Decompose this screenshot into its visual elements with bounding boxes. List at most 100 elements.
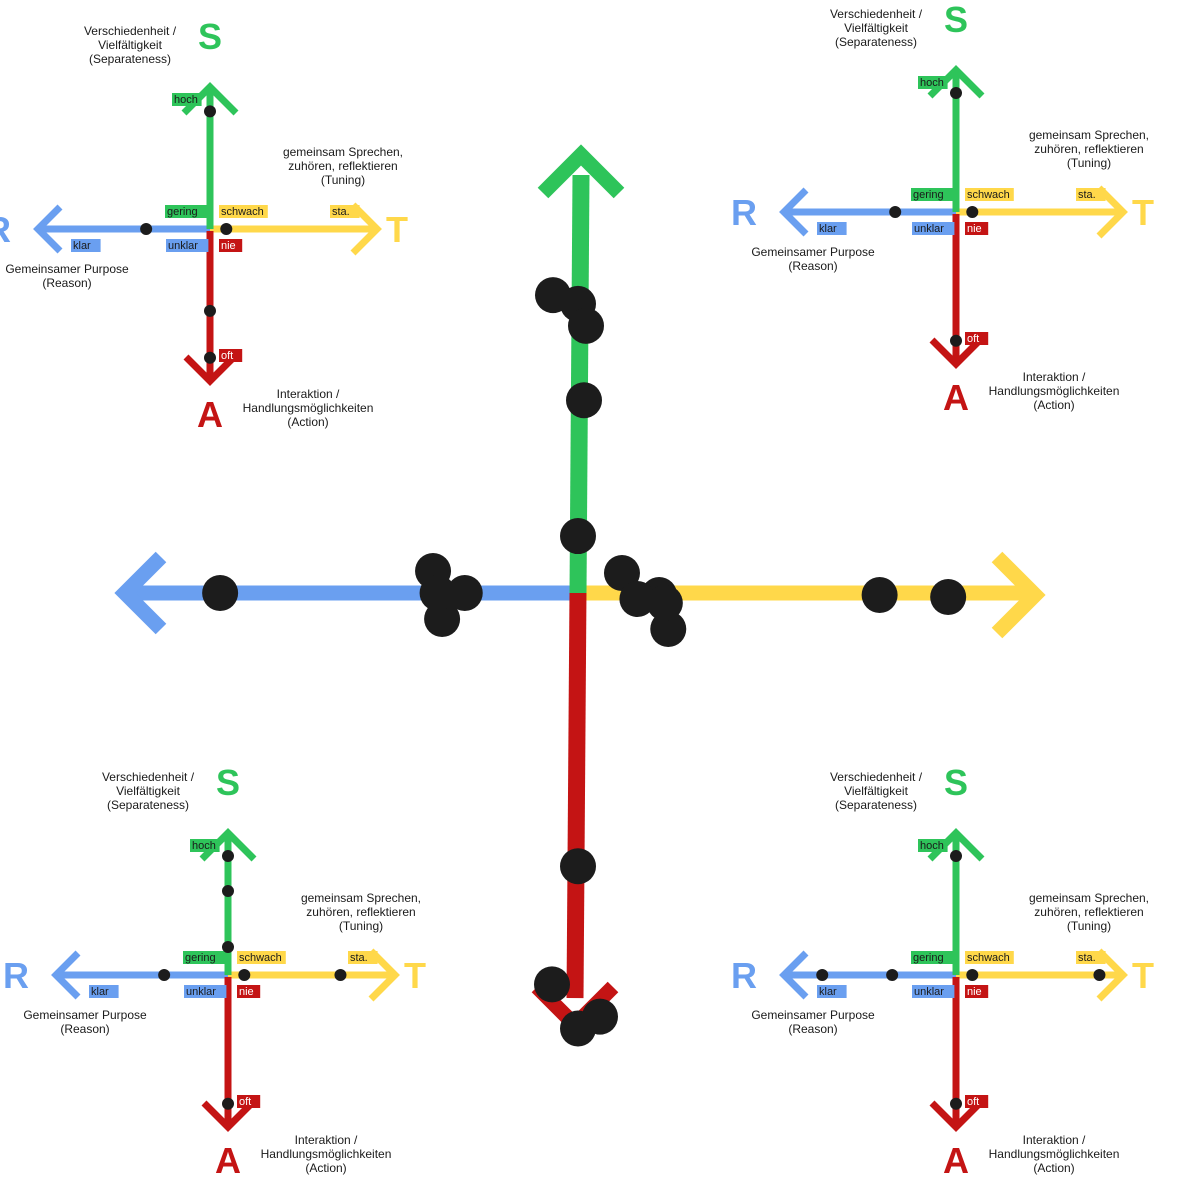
- tag-stark-text: sta.: [350, 952, 368, 964]
- tag-stark-background: [348, 951, 378, 964]
- r-dot: [889, 206, 902, 218]
- t-description-line: gemeinsam Sprechen,: [1029, 128, 1149, 142]
- tag-oft: oft: [237, 1095, 261, 1108]
- s-dot: [566, 382, 602, 419]
- a-description-line: Handlungsmöglichkeiten: [989, 384, 1120, 398]
- tag-schwach-background: [237, 951, 286, 964]
- s-description-line: (Separateness): [89, 52, 171, 66]
- t-arrowhead-icon: [1096, 948, 1128, 1002]
- a-description-line: Handlungsmöglichkeiten: [261, 1147, 392, 1161]
- r-letter: R: [731, 955, 757, 996]
- s-description-line: Vielfältigkeit: [844, 784, 908, 798]
- tag-nie: nie: [219, 239, 243, 252]
- s-letter: S: [944, 0, 968, 40]
- tag-unklar: unklar: [912, 222, 955, 235]
- a-arrowhead-icon: [929, 337, 983, 369]
- a-description-line: (Action): [1033, 1161, 1074, 1175]
- tag-stark-background: [1076, 188, 1106, 201]
- tag-klar-text: klar: [91, 986, 109, 998]
- tag-klar-background: [71, 239, 101, 252]
- t-description-line: gemeinsam Sprechen,: [1029, 891, 1149, 905]
- a-description: Interaktion /Handlungsmöglichkeiten(Acti…: [989, 1133, 1120, 1175]
- tag-schwach-background: [965, 188, 1014, 201]
- tag-nie-background: [965, 222, 989, 235]
- tag-oft: oft: [965, 1095, 989, 1108]
- t-description-line: zuhören, reflektieren: [1034, 142, 1143, 156]
- t-dot: [930, 579, 967, 615]
- tag-gering-background: [183, 951, 226, 964]
- tag-klar: klar: [817, 222, 847, 235]
- tag-stark: sta.: [330, 205, 360, 218]
- s-arrowhead-icon: [537, 144, 625, 199]
- tag-unklar-background: [184, 985, 227, 998]
- t-description: gemeinsam Sprechen,zuhören, reflektieren…: [283, 145, 403, 187]
- t-description-line: (Tuning): [321, 173, 365, 187]
- tag-nie-text: nie: [221, 240, 236, 252]
- a-arrowhead-icon: [183, 354, 237, 386]
- r-description: Gemeinsamer Purpose(Reason): [751, 1008, 875, 1036]
- tag-stark-text: sta.: [1078, 189, 1096, 201]
- a-letter: A: [197, 394, 223, 435]
- tag-unklar-background: [166, 239, 209, 252]
- r-description-line: (Reason): [60, 1022, 109, 1036]
- tag-nie: nie: [965, 222, 989, 235]
- tag-oft-background: [965, 1095, 989, 1108]
- tag-hoch: hoch: [918, 839, 948, 852]
- s-description-line: Verschiedenheit /: [84, 24, 177, 38]
- a-dot: [560, 1010, 596, 1047]
- s-description: Verschiedenheit /Vielfältigkeit(Separate…: [84, 24, 177, 66]
- s-dot: [568, 307, 604, 344]
- a-description-line: Handlungsmöglichkeiten: [989, 1147, 1120, 1161]
- tag-nie-background: [965, 985, 989, 998]
- t-dot: [861, 577, 898, 613]
- tag-gering: gering: [911, 188, 954, 201]
- tag-hoch: hoch: [172, 93, 202, 106]
- tag-klar-text: klar: [819, 986, 837, 998]
- t-description-line: gemeinsam Sprechen,: [301, 891, 421, 905]
- t-description-line: zuhören, reflektieren: [1034, 905, 1143, 919]
- t-dot: [966, 206, 979, 218]
- tag-schwach: schwach: [965, 951, 1014, 964]
- tag-gering: gering: [183, 951, 226, 964]
- tag-oft-background: [219, 349, 243, 362]
- tag-schwach: schwach: [237, 951, 286, 964]
- s-dot: [222, 885, 234, 897]
- tag-klar-text: klar: [73, 240, 91, 252]
- tag-klar: klar: [71, 239, 101, 252]
- tag-stark: sta.: [348, 951, 378, 964]
- r-dot: [446, 575, 483, 611]
- tag-nie-background: [219, 239, 243, 252]
- tag-oft-text: oft: [967, 1096, 979, 1108]
- s-description: Verschiedenheit /Vielfältigkeit(Separate…: [830, 7, 923, 49]
- a-dot: [204, 304, 216, 317]
- s-description-line: Vielfältigkeit: [844, 21, 908, 35]
- a-dot: [534, 966, 570, 1003]
- s-description-line: (Separateness): [835, 35, 917, 49]
- r-description-line: Gemeinsamer Purpose: [23, 1008, 147, 1022]
- tag-klar-background: [89, 985, 119, 998]
- tag-hoch-background: [918, 76, 948, 89]
- t-dot: [238, 969, 251, 981]
- r-letter: R: [3, 955, 29, 996]
- t-arrowhead-icon: [350, 202, 382, 256]
- s-description-line: Vielfältigkeit: [98, 38, 162, 52]
- tag-unklar: unklar: [184, 985, 227, 998]
- tag-hoch: hoch: [918, 76, 948, 89]
- tag-unklar-background: [912, 222, 955, 235]
- tag-unklar-text: unklar: [168, 240, 198, 252]
- tag-nie-text: nie: [967, 986, 982, 998]
- a-description-line: (Action): [1033, 398, 1074, 412]
- r-dot: [202, 575, 239, 611]
- t-arrowhead-icon: [991, 551, 1046, 639]
- tag-klar-background: [817, 222, 847, 235]
- tag-schwach-text: schwach: [967, 952, 1010, 964]
- tag-unklar-text: unklar: [914, 986, 944, 998]
- a-letter: A: [943, 1140, 969, 1181]
- a-description: Interaktion /Handlungsmöglichkeiten(Acti…: [989, 370, 1120, 412]
- a-arrowhead-icon: [201, 1100, 255, 1132]
- tag-oft: oft: [219, 349, 243, 362]
- tag-stark-text: sta.: [1078, 952, 1096, 964]
- s-dot: [560, 518, 596, 555]
- t-description-line: (Tuning): [1067, 919, 1111, 933]
